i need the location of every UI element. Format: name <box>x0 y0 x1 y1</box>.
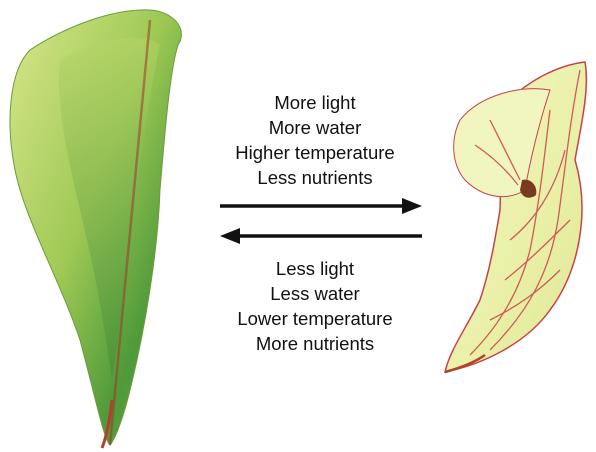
pitcher-leaf-image <box>430 50 596 380</box>
condition-label: More light <box>200 90 430 115</box>
arrow-right-icon <box>218 196 424 216</box>
condition-label: More nutrients <box>200 331 430 356</box>
condition-label: Less water <box>200 281 430 306</box>
condition-label: Less nutrients <box>200 165 430 190</box>
green-leaf-image <box>0 0 200 452</box>
condition-label: Lower temperature <box>200 306 430 331</box>
arrow-left-icon <box>218 226 424 246</box>
condition-label: More water <box>200 115 430 140</box>
conditions-backward-list: Less light Less water Lower temperature … <box>200 256 430 356</box>
condition-label: Higher temperature <box>200 140 430 165</box>
conditions-forward-list: More light More water Higher temperature… <box>200 90 430 190</box>
condition-label: Less light <box>200 256 430 281</box>
